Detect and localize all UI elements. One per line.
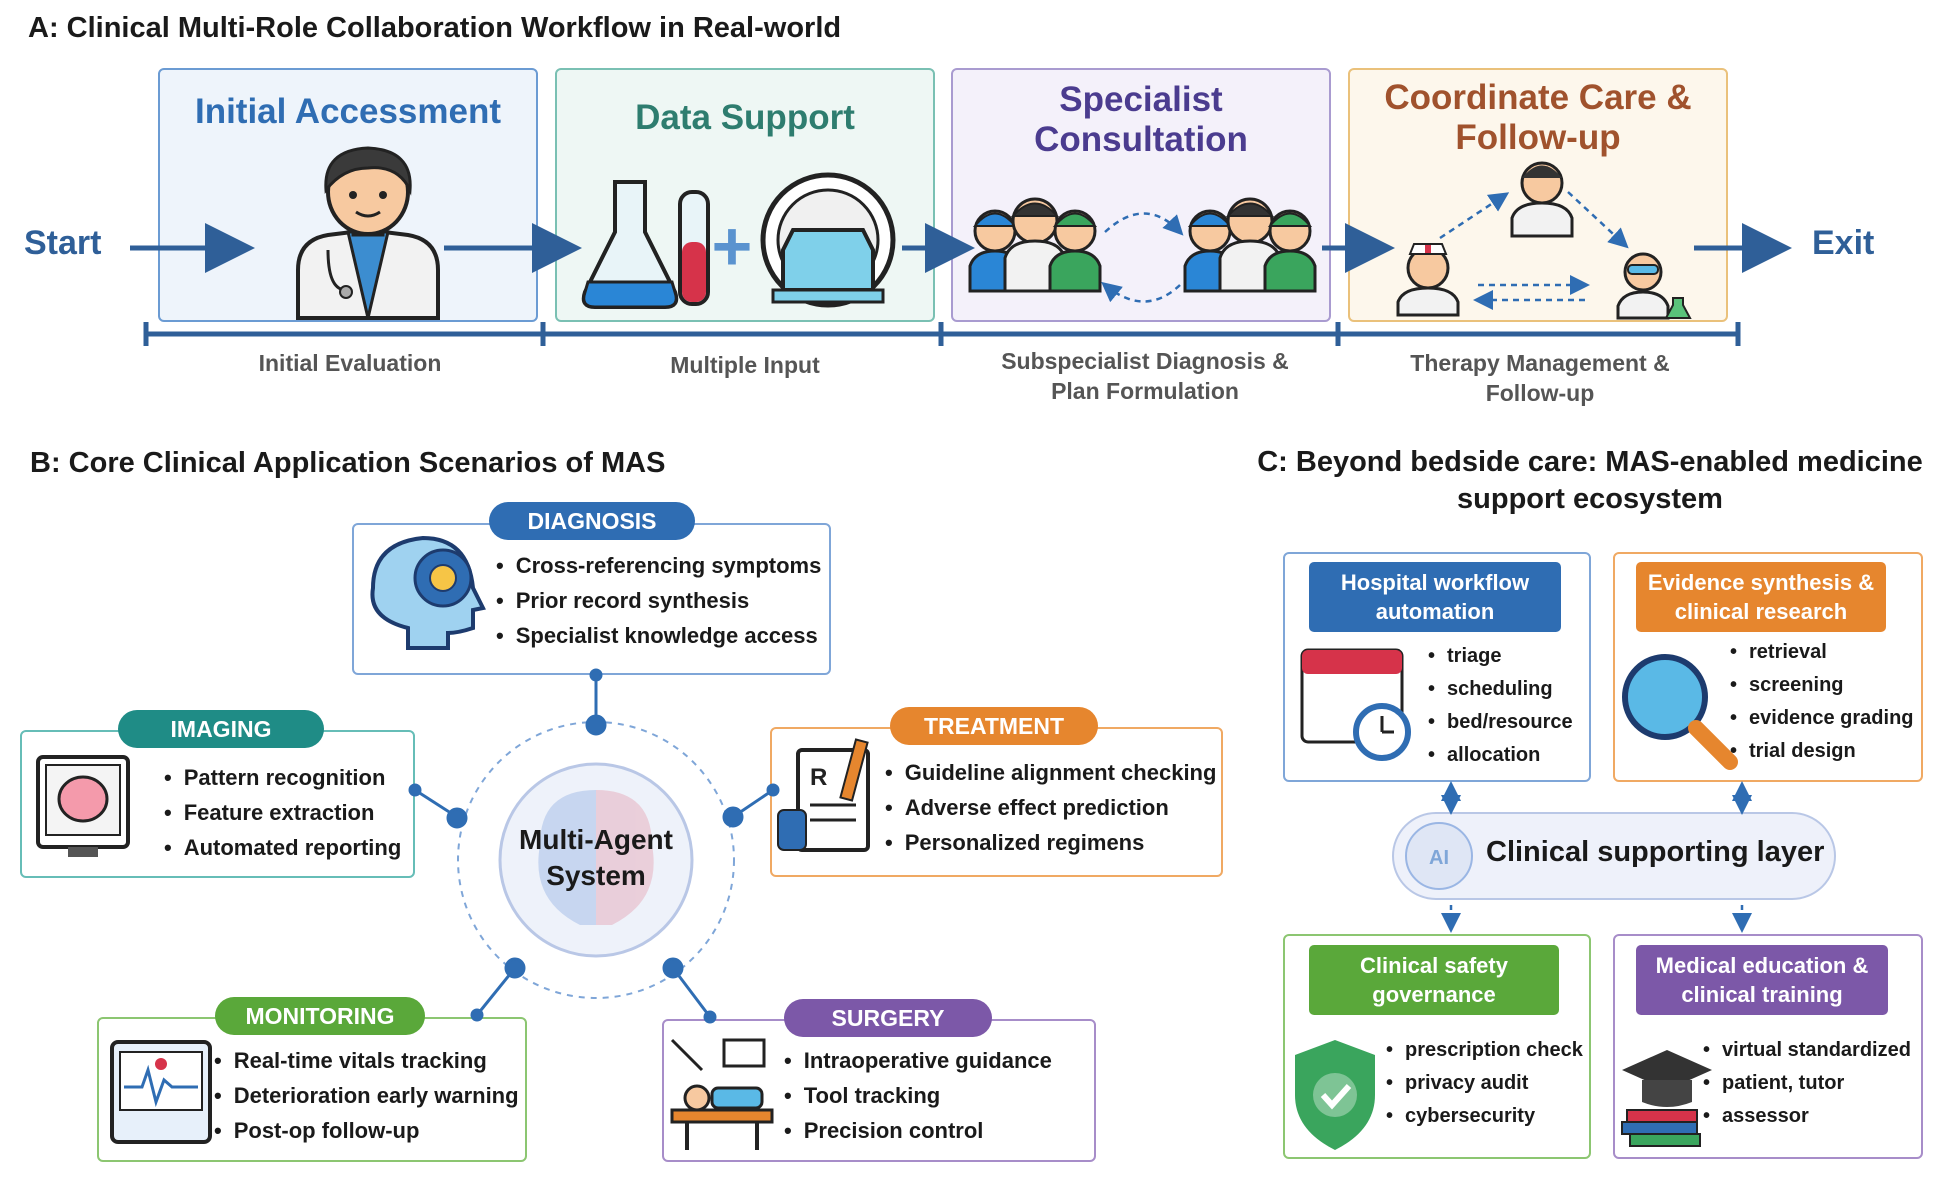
imaging-pill: IMAGING [118,710,324,748]
stage-specialist-consultation: Specialist Consultation [951,68,1331,322]
safety-list: prescription check privacy audit cyberse… [1386,1034,1583,1133]
list-item: Cross-referencing symptoms [496,548,822,583]
imaging-list: Pattern recognition Feature extraction A… [164,760,402,865]
diagnosis-pill: DIAGNOSIS [489,502,695,540]
timeline-label-4: Therapy Management & Follow-up [1410,350,1670,406]
evidence-header: Evidence synthesis & clinical research [1636,562,1886,632]
start-label: Start [24,224,102,262]
list-item: retrieval [1730,636,1914,669]
list-item: Personalized regimens [885,825,1216,860]
treatment-list: Guideline alignment checking Adverse eff… [885,755,1217,860]
stage-title: Data Support [635,98,855,137]
list-item: Tool tracking [784,1078,1052,1113]
list-item: scheduling [1428,673,1573,706]
stage-title: Initial Accessment [194,92,502,131]
safety-header: Clinical safety governance [1309,945,1559,1015]
list-item: virtual standardized [1703,1034,1911,1067]
panel-b-title: B: Core Clinical Application Scenarios o… [30,447,666,479]
list-item: privacy audit [1386,1067,1583,1100]
timeline-bar [143,322,1741,346]
list-item: Prior record synthesis [496,583,821,618]
list-item: Automated reporting [164,830,402,865]
hospital-list: triage scheduling bed/resource allocatio… [1428,640,1573,772]
list-item: triage [1428,640,1573,673]
education-list: virtual standardized patient, tutor asse… [1703,1034,1911,1133]
surgery-list: Intraoperative guidance Tool tracking Pr… [784,1043,1052,1148]
monitoring-list: Real-time vitals tracking Deterioration … [214,1043,519,1148]
layer-label: Clinical supporting layer [1486,836,1825,868]
clinical-supporting-layer: Clinical supporting layer [1392,812,1836,900]
stage-title: Specialist Consultation [1034,80,1248,159]
stage-initial-assessment: Initial Accessment [158,68,538,322]
list-item: Feature extraction [164,795,401,830]
list-item: allocation [1428,739,1573,772]
timeline-label-1: Initial Evaluation [258,350,442,376]
list-item: prescription check [1386,1034,1583,1067]
list-item: trial design [1730,735,1914,768]
list-item: Guideline alignment checking [885,755,1217,790]
list-item: bed/resource [1428,706,1573,739]
timeline-label-2: Multiple Input [670,352,820,378]
stage-coordinate-care: Coordinate Care & Follow-up [1348,68,1728,322]
list-item: Intraoperative guidance [784,1043,1052,1078]
panel-c-title: C: Beyond bedside care: MAS-enabled medi… [1257,446,1923,515]
evidence-list: retrieval screening evidence grading tri… [1730,636,1914,768]
treatment-pill: TREATMENT [890,707,1098,745]
list-item: Real-time vitals tracking [214,1043,519,1078]
exit-label: Exit [1812,224,1875,262]
list-item: Post-op follow-up [214,1113,519,1148]
list-item: assessor [1703,1100,1911,1133]
surgery-pill: SURGERY [784,999,992,1037]
panel-a-title: A: Clinical Multi-Role Collaboration Wor… [28,12,842,44]
stage-title: Coordinate Care & Follow-up [1384,78,1692,157]
list-item-continuation: patient, tutor [1722,1072,1845,1094]
list-item: patient, tutor [1703,1067,1911,1100]
timeline-label-3: Subspecialist Diagnosis & Plan Formulati… [1001,348,1289,404]
hospital-header: Hospital workflow automation [1309,562,1561,632]
list-item: Adverse effect prediction [885,790,1216,825]
list-item: evidence grading [1730,702,1914,735]
monitoring-pill: MONITORING [215,997,425,1035]
list-item: Precision control [784,1113,1052,1148]
education-header: Medical education & clinical training [1636,945,1888,1015]
list-item: cybersecurity [1386,1100,1583,1133]
list-item: screening [1730,669,1914,702]
list-item: Pattern recognition [164,760,401,795]
list-item: Specialist knowledge access [496,618,821,653]
stage-data-support: Data Support [555,68,935,322]
diagnosis-list: Cross-referencing symptoms Prior record … [496,548,822,653]
list-item: Deterioration early warning [214,1078,519,1113]
hub-label: Multi-Agent System [519,824,673,891]
list-item-continuation: allocation [1447,744,1541,766]
